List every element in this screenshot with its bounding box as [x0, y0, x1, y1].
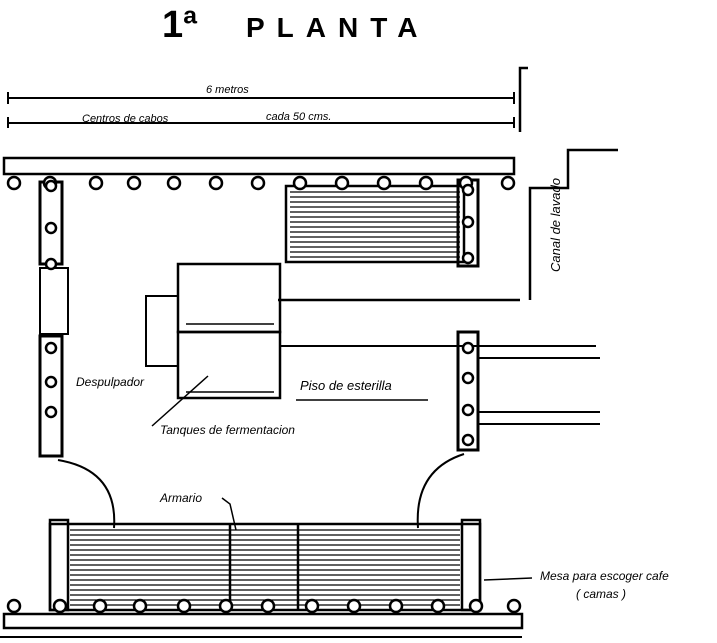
- cabinet-label: Armario: [159, 491, 202, 505]
- roller-circle: [166, 175, 182, 191]
- roller-circle: [260, 598, 276, 614]
- roller-circle: [44, 375, 58, 389]
- roller-circle: [346, 598, 362, 614]
- despulpador-label: Despulpador: [76, 375, 145, 389]
- roller-circle: [44, 405, 58, 419]
- rollers: [6, 175, 522, 614]
- roller-circle: [218, 598, 234, 614]
- roller-circle: [500, 175, 516, 191]
- roller-circle: [44, 257, 58, 271]
- roller-circle: [126, 175, 142, 191]
- top-beam: [2, 156, 516, 176]
- bottom-beam: [2, 612, 524, 630]
- width-label: 6 metros: [206, 84, 249, 96]
- plan-title: 1ª PLANTA: [0, 4, 717, 48]
- outlet-pipes: [280, 345, 600, 425]
- roller-circle: [6, 598, 22, 614]
- width-dimension: [7, 92, 515, 104]
- roller-circle: [88, 175, 104, 191]
- roller-circle: [44, 179, 58, 193]
- centers-label: Centros de cabos: [82, 113, 169, 125]
- tanks-label: Tanques de fermentacion: [160, 423, 295, 437]
- roller-circle: [461, 215, 475, 229]
- roller-circle: [430, 598, 446, 614]
- roller-circle: [250, 175, 266, 191]
- roller-circle: [461, 403, 475, 417]
- roller-circle: [52, 598, 68, 614]
- bed-hatching: [70, 191, 460, 606]
- roller-circle: [334, 175, 350, 191]
- roller-circle: [461, 371, 475, 385]
- roller-circle: [461, 251, 475, 265]
- sorting-table-label: Mesa para escoger cafe: [540, 569, 669, 583]
- roller-circle: [44, 341, 58, 355]
- floor-word: PLANTA: [246, 12, 430, 43]
- roller-circle: [468, 598, 484, 614]
- roller-circle: [44, 221, 58, 235]
- roller-circle: [304, 598, 320, 614]
- left-door-arc: [57, 459, 116, 529]
- roller-circle: [461, 341, 475, 355]
- canal-label: Canal de lavado: [548, 178, 563, 272]
- roller-circle: [208, 175, 224, 191]
- roller-circle: [461, 183, 475, 197]
- wash-canal: [278, 66, 618, 302]
- roller-circle: [506, 598, 522, 614]
- fermentation-tanks: [145, 262, 282, 400]
- roller-circle: [176, 598, 192, 614]
- spacing-label: cada 50 cms.: [266, 111, 331, 123]
- roller-circle: [388, 598, 404, 614]
- roller-circle: [6, 175, 22, 191]
- roller-circle: [376, 175, 392, 191]
- right-wall-middle: [456, 330, 480, 452]
- roller-circle: [292, 175, 308, 191]
- left-wall-middle: [38, 334, 64, 458]
- beds-label: ( camas ): [576, 587, 626, 601]
- roller-circle: [132, 598, 148, 614]
- left-door-leaf: [39, 267, 69, 335]
- floor-mat-label: Piso de esterilla: [300, 378, 392, 393]
- right-door-arc: [416, 453, 465, 529]
- cable-spacing-dimension: [7, 117, 515, 128]
- floor-number: 1ª: [162, 4, 198, 46]
- roller-circle: [92, 598, 108, 614]
- roller-circle: [461, 433, 475, 447]
- roller-circle: [418, 175, 434, 191]
